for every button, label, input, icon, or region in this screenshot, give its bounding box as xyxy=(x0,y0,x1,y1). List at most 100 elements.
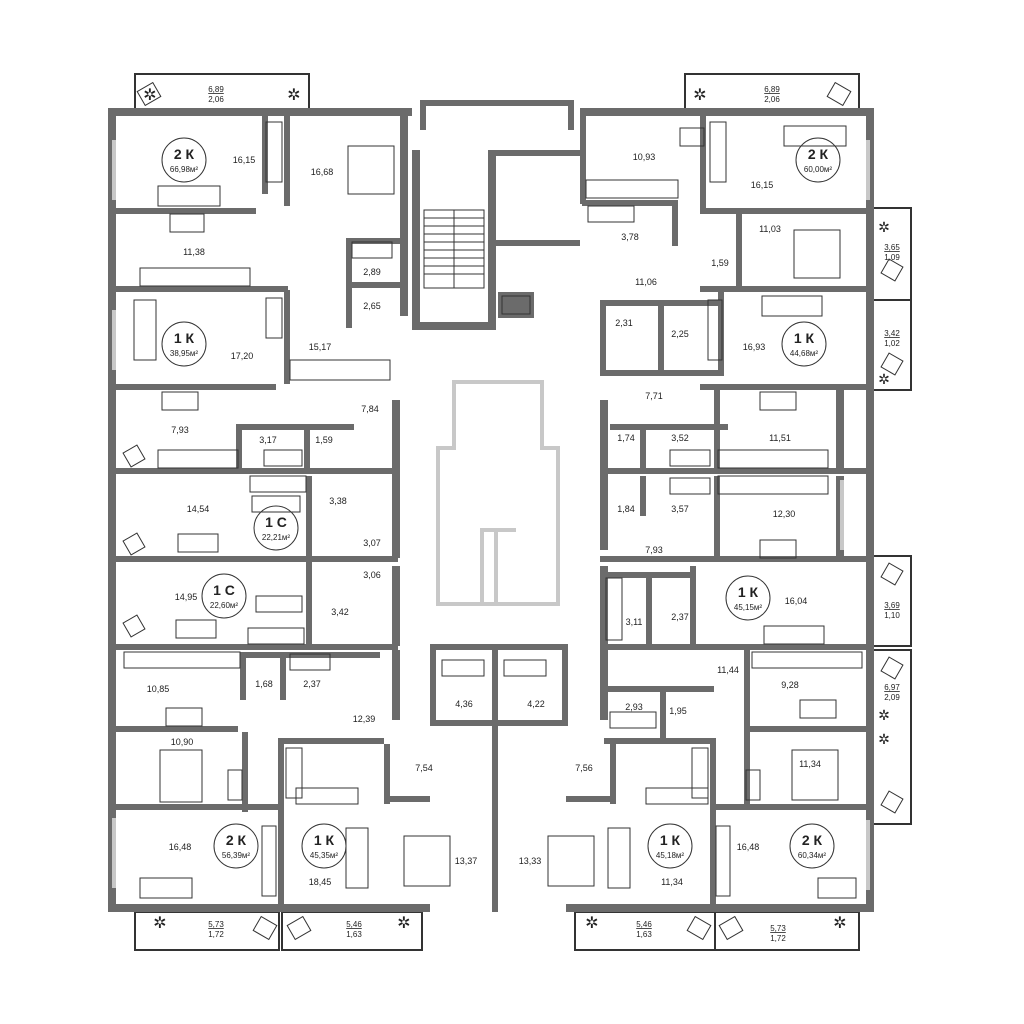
unit-total: 45,35м² xyxy=(310,851,339,860)
balcony-gross: 3,42 xyxy=(884,329,900,338)
plant-icon: ✲ xyxy=(153,915,166,932)
room-area: 3,38 xyxy=(329,496,347,506)
room-area: 12,30 xyxy=(773,509,796,519)
room-area: 3,57 xyxy=(671,504,689,514)
balcony-gross: 5,73 xyxy=(208,920,224,929)
room-area: 16,04 xyxy=(785,596,808,606)
room-area: 7,84 xyxy=(361,404,379,414)
room-area: 11,38 xyxy=(183,247,205,257)
unit-type: 2 К xyxy=(226,832,247,848)
room-area: 2,93 xyxy=(625,702,643,712)
balcony-gross: 3,69 xyxy=(884,601,900,610)
unit-badge: 2 К 56,39м² xyxy=(213,823,259,869)
plant-icon: ✲ xyxy=(878,731,890,747)
room-area: 10,90 xyxy=(171,737,194,747)
armchair-icon xyxy=(880,790,904,814)
armchair-icon xyxy=(122,614,146,638)
room-area: 11,34 xyxy=(799,759,821,769)
unit-type: 2 К xyxy=(174,146,195,162)
room-area: 2,37 xyxy=(303,679,321,689)
room-area: 3,11 xyxy=(626,617,643,627)
armchair-icon xyxy=(686,915,712,941)
unit-badge: 1 К 45,18м² xyxy=(647,823,693,869)
unit-type: 1 К xyxy=(738,584,759,600)
room-area: 16,48 xyxy=(169,842,192,852)
plant-icon: ✲ xyxy=(397,915,410,932)
room-area: 7,54 xyxy=(415,763,433,773)
unit-type: 1 С xyxy=(265,514,287,530)
unit-type: 1 К xyxy=(174,330,195,346)
room-area: 1,84 xyxy=(617,504,635,514)
room-area: 11,06 xyxy=(635,277,657,287)
room-area-labels: 16,15 16,68 11,38 2,89 2,65 17,20 15,17 … xyxy=(147,152,821,887)
balcony-net: 1,72 xyxy=(208,930,224,939)
unit-badge: 1 К 38,95м² xyxy=(161,321,207,367)
room-area: 3,42 xyxy=(331,607,349,617)
room-area: 16,68 xyxy=(311,167,334,177)
room-area: 3,17 xyxy=(259,435,277,445)
armchair-icon xyxy=(880,656,904,680)
stairwell xyxy=(423,209,531,315)
balcony-net: 1,02 xyxy=(884,339,900,348)
balconies xyxy=(134,73,912,951)
armchair-icon xyxy=(826,81,852,107)
room-area: 11,51 xyxy=(769,433,791,443)
room-area: 3,07 xyxy=(363,538,381,548)
unit-type: 1 К xyxy=(660,832,681,848)
room-area: 13,33 xyxy=(519,856,542,866)
room-area: 4,36 xyxy=(455,699,473,709)
room-area: 7,56 xyxy=(575,763,593,773)
balcony-gross: 5,73 xyxy=(770,924,786,933)
balcony-net: 1,09 xyxy=(884,253,900,262)
unit-total: 22,60м² xyxy=(210,601,239,610)
room-area: 14,54 xyxy=(187,504,210,514)
room-area: 2,65 xyxy=(363,301,381,311)
room-area: 16,48 xyxy=(737,842,760,852)
armchair-icon xyxy=(718,915,744,941)
balcony-gross: 6,89 xyxy=(208,85,224,94)
unit-type: 1 К xyxy=(794,330,815,346)
armchair-icon xyxy=(880,352,904,376)
room-area: 13,37 xyxy=(455,856,478,866)
unit-badge: 1 К 45,35м² xyxy=(301,823,347,869)
unit-badge: 2 К 60,34м² xyxy=(789,823,835,869)
room-area: 4,22 xyxy=(527,699,545,709)
unit-type: 1 К xyxy=(314,832,335,848)
armchair-icon xyxy=(122,444,146,468)
unit-type: 2 К xyxy=(802,832,823,848)
armchair-icon xyxy=(880,562,904,586)
room-area: 16,15 xyxy=(751,180,774,190)
unit-type: 1 С xyxy=(213,582,235,598)
room-area: 18,45 xyxy=(309,877,332,887)
outer-walls xyxy=(108,100,874,912)
room-area: 15,17 xyxy=(309,342,332,352)
plant-icon: ✲ xyxy=(878,219,890,235)
room-area: 16,93 xyxy=(743,342,766,352)
room-area: 2,31 xyxy=(615,318,633,328)
balcony-gross: 6,89 xyxy=(764,85,780,94)
armchair-icon xyxy=(252,915,278,941)
balcony-labels: 6,89 2,06 6,89 2,06 3,65 1,09 3,42 1,02 … xyxy=(208,85,900,943)
plant-icon: ✲ xyxy=(878,371,890,387)
unit-total: 56,39м² xyxy=(222,851,251,860)
room-area: 2,25 xyxy=(671,329,689,339)
armchair-icon xyxy=(136,81,162,107)
interior-walls xyxy=(108,116,874,912)
room-area: 7,93 xyxy=(171,425,189,435)
furniture xyxy=(123,121,863,899)
plant-icon: ✲ xyxy=(693,87,706,104)
plant-icon: ✲ xyxy=(143,87,156,104)
unit-total: 60,00м² xyxy=(804,165,833,174)
unit-total: 60,34м² xyxy=(798,851,827,860)
room-area: 3,78 xyxy=(621,232,639,242)
room-area: 1,68 xyxy=(255,679,273,689)
balcony-net: 1,63 xyxy=(636,930,652,939)
room-area: 16,15 xyxy=(233,155,256,165)
balcony-gross: 3,65 xyxy=(884,243,900,252)
unit-total: 38,95м² xyxy=(170,349,199,358)
room-area: 2,37 xyxy=(671,612,689,622)
room-area: 11,34 xyxy=(661,877,683,887)
balcony-net: 2,06 xyxy=(764,95,780,104)
unit-badge: 2 К 60,00м² xyxy=(795,137,841,183)
